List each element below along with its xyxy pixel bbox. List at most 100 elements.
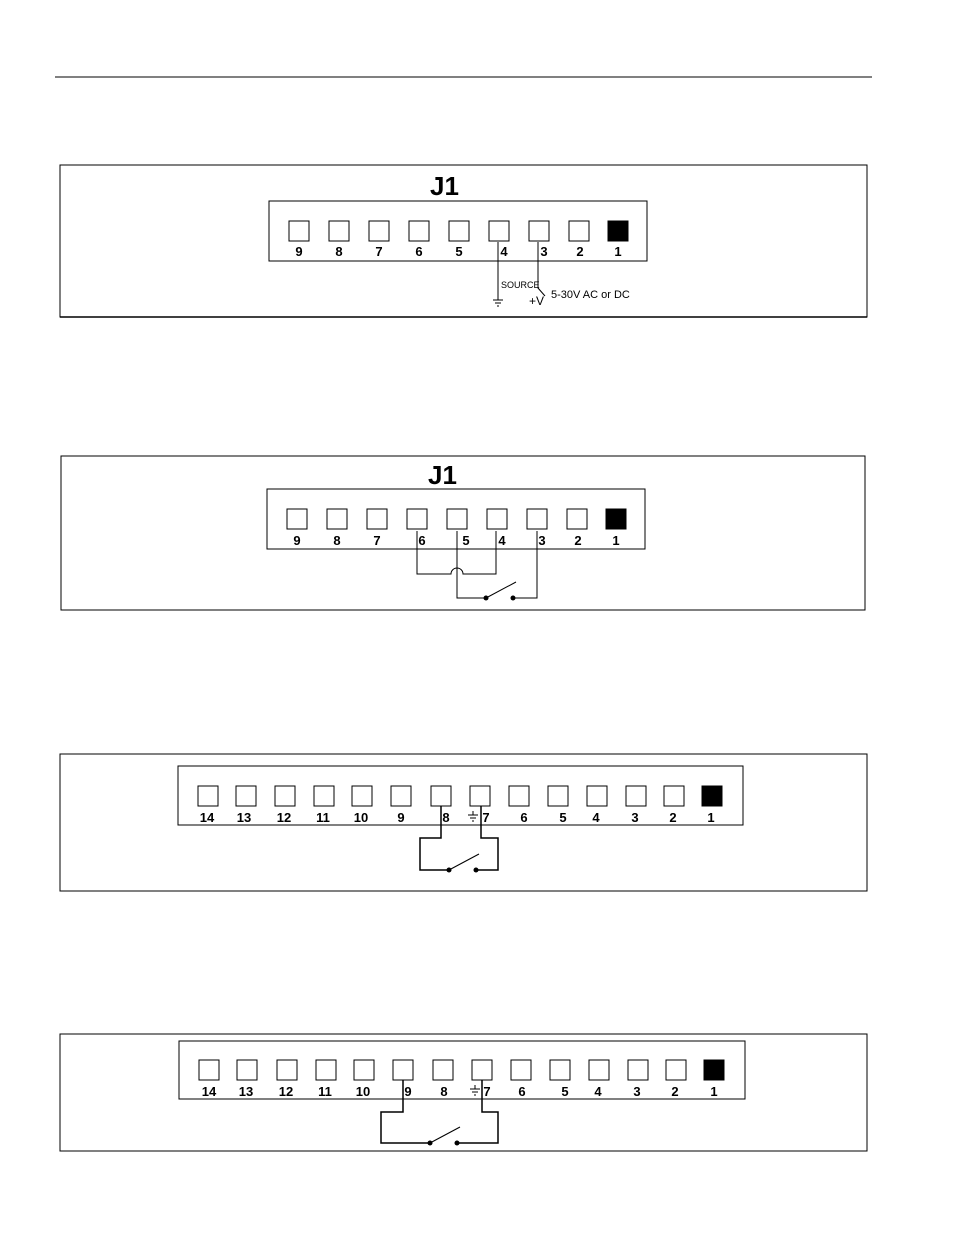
pin-box <box>237 1060 257 1080</box>
switch-icon <box>428 1127 461 1146</box>
pin-label: 9 <box>397 810 404 825</box>
pin-box <box>407 509 427 529</box>
pin-box <box>236 786 256 806</box>
diagram-3-connector <box>178 766 743 825</box>
pin-label: 5 <box>462 533 469 548</box>
pin-box <box>199 1060 219 1080</box>
diagram-1-title: J1 <box>430 171 459 201</box>
pin-box <box>275 786 295 806</box>
pin-label: 13 <box>239 1084 253 1099</box>
ground-icon <box>468 811 478 821</box>
pin-label: 3 <box>540 244 547 259</box>
pin-box <box>626 786 646 806</box>
pin-label: 8 <box>442 810 449 825</box>
pin-label: 1 <box>612 533 619 548</box>
pin-label: 3 <box>633 1084 640 1099</box>
pin-label: 1 <box>710 1084 717 1099</box>
pin-box <box>354 1060 374 1080</box>
pin-label: 8 <box>335 244 342 259</box>
diagram-1: J1 9 8 7 6 5 4 3 2 1 SOURCE 5-30V AC or DC +V <box>60 165 867 317</box>
pin-box <box>287 509 307 529</box>
pin-label: 2 <box>576 244 583 259</box>
diagram-2-wire-pin3 <box>513 531 537 598</box>
pin-box <box>329 221 349 241</box>
pin-label: 9 <box>404 1084 411 1099</box>
diagram-2-wire-pin5 <box>457 531 486 598</box>
pin-label: 7 <box>373 533 380 548</box>
diagram-3: 1413121110987654321 <box>60 754 867 891</box>
pin-box <box>666 1060 686 1080</box>
pin-box <box>529 221 549 241</box>
pin-label: 1 <box>707 810 714 825</box>
pin-box <box>391 786 411 806</box>
pin-box <box>327 509 347 529</box>
pin-label: 2 <box>669 810 676 825</box>
pin-label: 6 <box>415 244 422 259</box>
pin-label: 12 <box>279 1084 293 1099</box>
pin-1-marker <box>704 1060 724 1080</box>
pin-label: 8 <box>440 1084 447 1099</box>
diagram-1-plus-label: +V <box>529 294 544 308</box>
pin-label: 11 <box>316 810 330 825</box>
pin-box <box>449 221 469 241</box>
pin-box <box>489 221 509 241</box>
diagram-1-voltage-label: 5-30V AC or DC <box>551 289 630 301</box>
pin-box <box>447 509 467 529</box>
pin-box <box>369 221 389 241</box>
pin-label: 4 <box>500 244 508 259</box>
pin-box <box>352 786 372 806</box>
pin-label: 10 <box>354 810 368 825</box>
pin-box <box>569 221 589 241</box>
pin-label: 3 <box>538 533 545 548</box>
pin-label: 5 <box>561 1084 568 1099</box>
pin-box <box>550 1060 570 1080</box>
pin-box <box>277 1060 297 1080</box>
switch-icon <box>447 854 480 873</box>
pin-box <box>431 786 451 806</box>
pin-box <box>509 786 529 806</box>
pin-1-marker <box>606 509 626 529</box>
pin-box <box>314 786 334 806</box>
pin-label: 12 <box>277 810 291 825</box>
diagram-4-frame <box>60 1034 867 1151</box>
pin-box <box>548 786 568 806</box>
pin-label: 6 <box>418 533 425 548</box>
pin-box <box>433 1060 453 1080</box>
pin-label: 1 <box>614 244 621 259</box>
pin-label: 6 <box>518 1084 525 1099</box>
pin-label: 9 <box>293 533 300 548</box>
pin-label: 4 <box>594 1084 602 1099</box>
pin-box <box>470 786 490 806</box>
pin-box <box>316 1060 336 1080</box>
pin-label: 6 <box>520 810 527 825</box>
diagram-1-source-label: SOURCE <box>501 280 540 290</box>
pin-box <box>409 221 429 241</box>
pin-label: 2 <box>671 1084 678 1099</box>
pin-box <box>487 509 507 529</box>
pin-label: 2 <box>574 533 581 548</box>
pin-label: 8 <box>333 533 340 548</box>
ground-icon <box>470 1085 480 1095</box>
pin-label: 13 <box>237 810 251 825</box>
pin-box <box>393 1060 413 1080</box>
pin-label: 9 <box>295 244 302 259</box>
pin-label: 4 <box>498 533 506 548</box>
pin-label: 4 <box>592 810 600 825</box>
pin-label: 11 <box>318 1084 332 1099</box>
pin-label: 5 <box>559 810 566 825</box>
ground-icon <box>493 300 503 306</box>
pin-box <box>367 509 387 529</box>
pin-label: 7 <box>483 1084 490 1099</box>
pin-box <box>527 509 547 529</box>
pin-label: 5 <box>455 244 462 259</box>
pin-label: 3 <box>631 810 638 825</box>
pin-box <box>589 1060 609 1080</box>
pin-box <box>587 786 607 806</box>
pin-box <box>198 786 218 806</box>
pin-label: 7 <box>375 244 382 259</box>
pin-box <box>289 221 309 241</box>
pin-label: 7 <box>482 810 489 825</box>
